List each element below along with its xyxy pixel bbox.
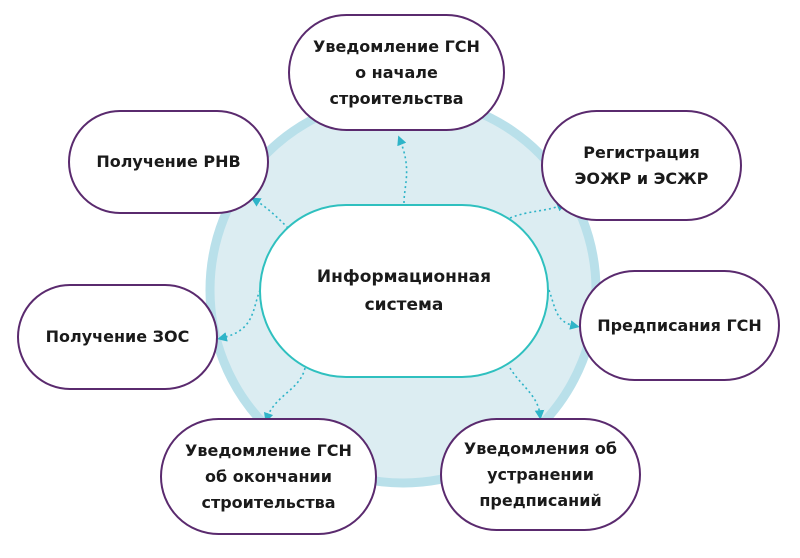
node-rnv-label: Получение РНВ <box>96 152 241 171</box>
node-gsn-end-label: Уведомление ГСН об окончании строительст… <box>185 440 352 512</box>
connector-to-ustranenie <box>509 367 545 420</box>
connector-to-predpisaniya <box>548 289 580 330</box>
node-gsn-start-label: Уведомление ГСН о начале строительства <box>313 36 480 108</box>
node-orders-resolution: Уведомления об устранении предписаний <box>440 418 641 531</box>
node-gsn-start-notification: Уведомление ГСН о начале строительства <box>288 14 505 131</box>
node-eozhr-registration: Регистрация ЭОЖР и ЭСЖР <box>541 110 742 221</box>
node-gsn-orders: Предписания ГСН <box>579 270 780 381</box>
center-label: Информационная система <box>316 267 492 315</box>
node-gsn-end-notification: Уведомление ГСН об окончании строительст… <box>160 418 377 535</box>
connector-to-zos <box>217 289 261 342</box>
node-predpisaniya-label: Предписания ГСН <box>597 315 762 335</box>
node-eozhr-label: Регистрация ЭОЖР и ЭСЖР <box>574 142 709 188</box>
node-zos: Получение ЗОС <box>17 284 218 390</box>
connector-to-rnv <box>250 197 289 229</box>
connector-to-eozhr <box>509 202 567 219</box>
connector-to-gsn-end <box>264 367 306 423</box>
node-zos-label: Получение ЗОС <box>45 327 190 346</box>
connector-to-gsn-start <box>397 135 408 204</box>
center-information-system: Информационная система <box>259 204 549 378</box>
node-ustranenie-label: Уведомления об устранении предписаний <box>463 438 618 510</box>
node-rnv: Получение РНВ <box>68 110 269 214</box>
